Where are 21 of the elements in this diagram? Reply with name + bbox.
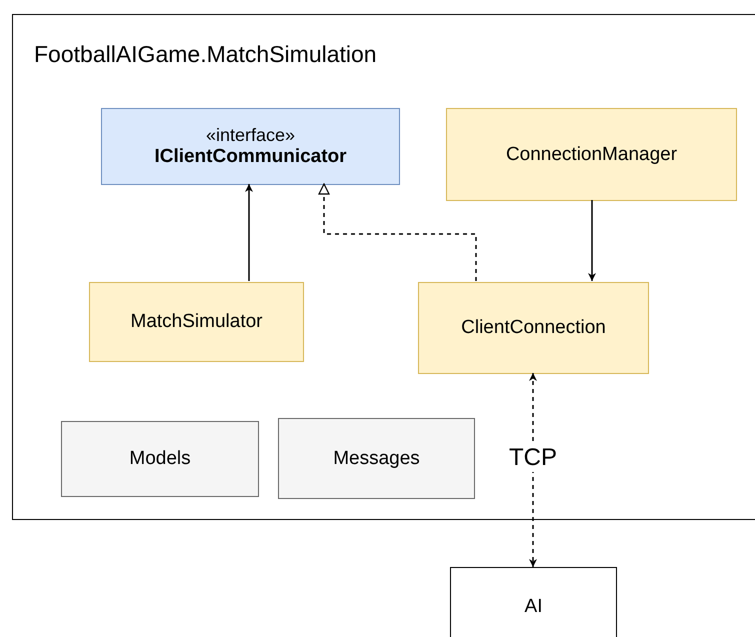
interface-name: IClientCommunicator (154, 146, 347, 168)
class-box (89, 282, 304, 362)
stereotype-label: «interface» (206, 125, 296, 146)
package-box (278, 418, 475, 499)
package-box (61, 421, 259, 497)
class-box (418, 282, 649, 374)
interface-box (101, 108, 400, 185)
class-name: AI (524, 596, 542, 618)
class-box (446, 108, 737, 201)
class-name: ClientConnection (461, 317, 606, 339)
class-name: ConnectionManager (506, 144, 678, 166)
component-box (450, 567, 617, 637)
edge-label: TCP (507, 444, 559, 472)
arrow (588, 200, 596, 281)
realization-arrow (318, 183, 477, 281)
class-name: Messages (333, 448, 420, 470)
package-title: FootballAIGame.MatchSimulation (34, 41, 377, 68)
arrow (245, 184, 253, 281)
package-frame (12, 14, 755, 520)
class-name: Models (129, 448, 191, 470)
class-name: MatchSimulator (130, 311, 262, 333)
